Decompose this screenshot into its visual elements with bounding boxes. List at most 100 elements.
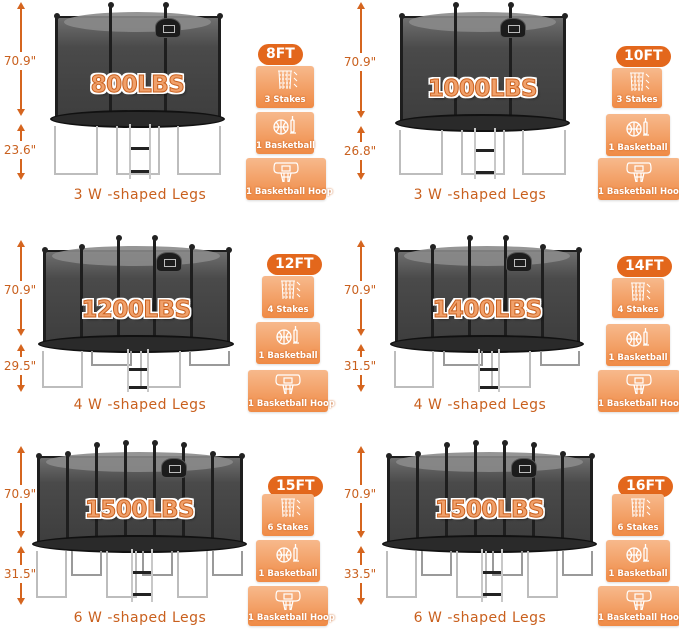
weight-capacity-label: 1500LBS — [434, 497, 545, 524]
ladder-rung — [129, 386, 147, 389]
enclosure-pole — [182, 445, 185, 543]
w-shaped-leg — [522, 130, 566, 175]
size-badge: 10FT — [616, 46, 671, 67]
size-badge: 8FT — [258, 44, 303, 65]
basketball-hoop — [161, 458, 187, 478]
enclosure-pole — [211, 454, 214, 543]
basketball-hoop — [506, 252, 532, 272]
size-badge: 14FT — [617, 256, 672, 277]
enclosure-pole — [474, 443, 477, 543]
accessory-label: 1 Basketball Hoop — [246, 187, 333, 197]
pole-cap — [53, 13, 60, 19]
arrow-down-icon — [17, 598, 25, 605]
accessory-card-stakes: 6 Stakes — [262, 494, 314, 536]
accessory-label: 1 Basketball Hoop — [598, 187, 679, 197]
basketball-hoop-icon — [598, 589, 679, 611]
w-shaped-leg — [492, 551, 523, 576]
dimension-line — [20, 582, 22, 598]
dimension-line — [20, 375, 22, 385]
accessory-card-hoop: 1 Basketball Hoop — [248, 586, 335, 626]
w-shaped-leg — [527, 551, 558, 598]
enclosure-pole — [218, 16, 221, 118]
basketball-pump-icon — [256, 543, 320, 565]
enclosure-height-dimension: 70.9" — [340, 0, 380, 210]
dimension-line — [360, 350, 362, 357]
enclosure-pole — [387, 456, 390, 543]
legs-count-label: 6 W -shaped Legs — [413, 610, 547, 626]
ladder-rung — [480, 368, 498, 371]
pole-cap — [472, 440, 479, 446]
pole-cap — [575, 247, 582, 253]
enclosure-height-label: 70.9" — [340, 487, 380, 501]
weight-capacity-label: 1500LBS — [84, 497, 195, 524]
enclosure-pole — [468, 238, 471, 343]
jumping-mat — [382, 535, 597, 553]
dimension-line — [20, 552, 22, 565]
arrow-up-icon — [17, 446, 25, 453]
ladder-rung — [129, 368, 147, 371]
accessory-label: 1 Basketball Hoop — [598, 399, 679, 409]
basketball-hoop — [155, 18, 181, 38]
basketball-hoop — [511, 458, 537, 478]
pole-cap — [398, 13, 405, 19]
pole-cap — [225, 247, 232, 253]
trampoline-model-panel-10ft: 70.9" 26.8" 1000LBS 3 W -shaped Legs 10F… — [340, 0, 679, 210]
arrow-down-icon — [357, 598, 365, 605]
enclosure-pole — [43, 250, 46, 343]
ladder-rung — [131, 170, 149, 173]
pole-cap — [561, 13, 568, 19]
enclosure-pole — [503, 443, 506, 543]
basketball-hoop-icon — [598, 373, 679, 395]
jumping-mat — [38, 335, 234, 353]
trampoline-model-panel-16ft: 70.9" 33.5" 1500LBS 6 W -shaped Legs 16F… — [340, 420, 679, 629]
ladder-rung — [480, 386, 498, 389]
pole-cap — [385, 453, 392, 459]
arrow-up-icon — [357, 240, 365, 247]
arrow-up-icon — [17, 344, 25, 351]
net-opening — [46, 452, 233, 472]
enclosure-pole — [109, 5, 112, 118]
enclosure-pole — [66, 454, 69, 543]
accessory-card-stakes: 4 Stakes — [262, 276, 314, 318]
dimension-line — [360, 503, 362, 531]
weight-capacity-label: 1400LBS — [432, 297, 543, 324]
ladder-rung — [476, 171, 494, 174]
pole-cap — [501, 440, 508, 446]
w-shaped-leg — [540, 351, 580, 366]
dimension-line — [20, 350, 22, 357]
dimension-line — [20, 452, 22, 485]
size-badge: 12FT — [267, 254, 322, 275]
enclosure-pole — [190, 247, 193, 343]
dimension-line — [360, 582, 362, 598]
ladder-rung — [483, 571, 501, 574]
accessory-label: 4 Stakes — [267, 305, 309, 315]
enclosure-height-dimension: 70.9" — [340, 210, 380, 420]
dimension-line — [20, 130, 22, 141]
trampoline-illustration — [395, 0, 570, 200]
ladder-rung — [476, 149, 494, 152]
arrow-up-icon — [357, 126, 365, 133]
w-shaped-leg — [54, 126, 98, 175]
enclosure-pole — [532, 445, 535, 543]
jumping-mat — [50, 110, 225, 128]
pole-cap — [414, 451, 421, 457]
accessory-label: 1 Basketball Hoop — [248, 613, 335, 623]
pole-cap — [452, 2, 459, 8]
dimension-line — [360, 71, 362, 111]
trampoline-illustration — [382, 420, 597, 620]
stakes-icon — [612, 497, 664, 519]
enclosure-pole — [416, 454, 419, 543]
accessory-card-stakes: 3 Stakes — [256, 66, 314, 108]
enclosure-pole — [55, 16, 58, 118]
enclosure-pole — [577, 250, 580, 343]
pole-cap — [35, 453, 42, 459]
enclosure-pole — [153, 238, 156, 343]
pole-cap — [429, 244, 436, 250]
arrow-down-icon — [17, 385, 25, 392]
pole-cap — [151, 235, 158, 241]
pole-cap — [539, 244, 546, 250]
arrow-down-icon — [357, 385, 365, 392]
frame-height-label: 23.6" — [0, 143, 40, 157]
arrow-down-icon — [357, 111, 365, 118]
accessory-card-basketball: 1 Basketball — [606, 114, 670, 156]
